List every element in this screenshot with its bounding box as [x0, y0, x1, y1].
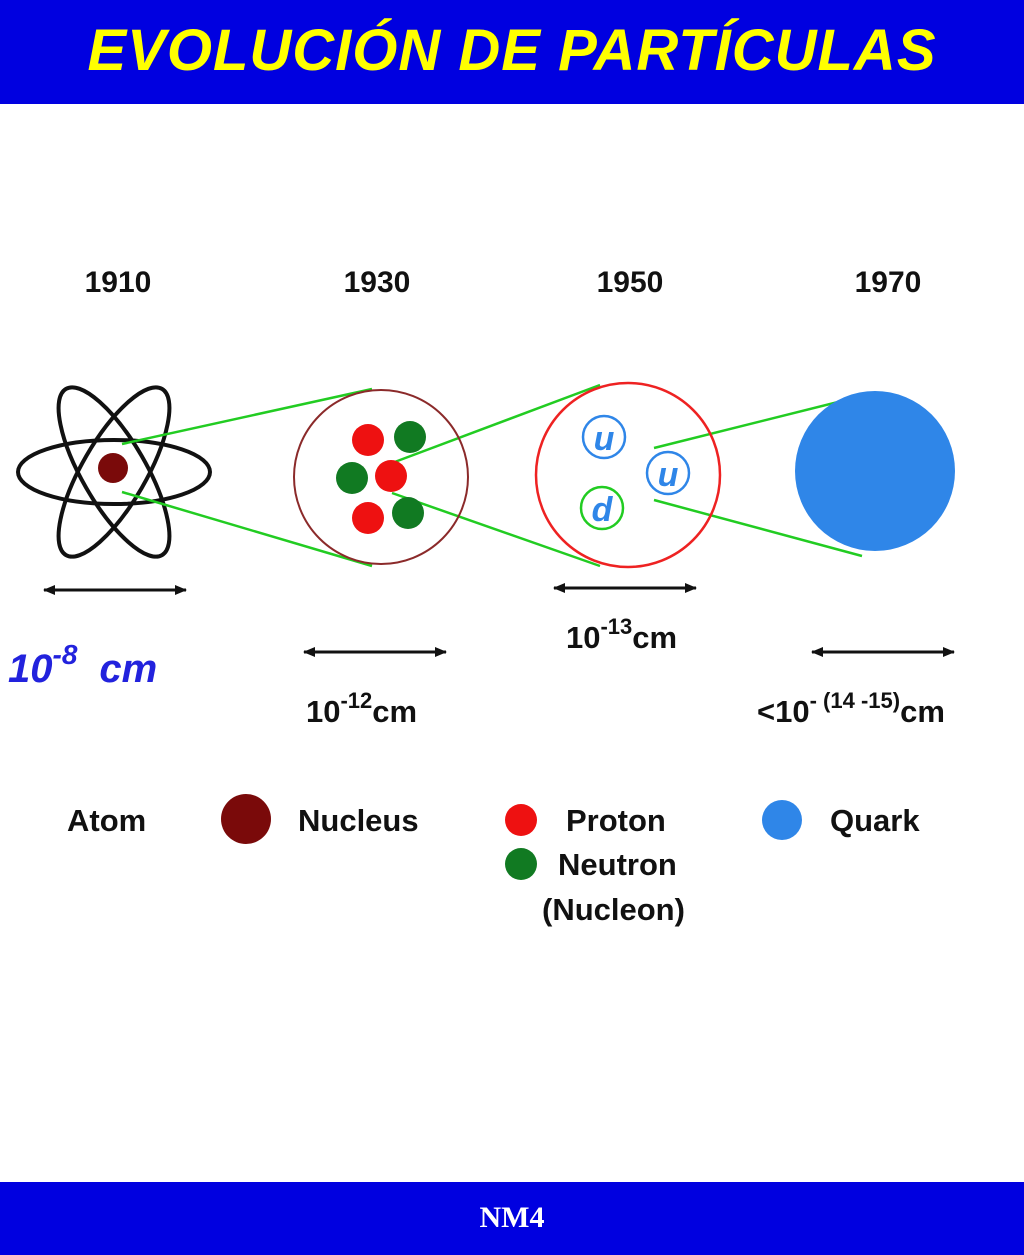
- title-banner: [0, 0, 1024, 104]
- quark-label-u2: u: [658, 456, 679, 494]
- legend-quark-icon: [762, 800, 802, 840]
- neutron-icon: [336, 462, 368, 494]
- quark-label-d: d: [592, 491, 614, 529]
- atom-nucleus-icon: [98, 453, 128, 483]
- proton-icon: [352, 502, 384, 534]
- year-1970: 1970: [855, 266, 922, 299]
- legend-atom-label: Atom: [67, 803, 146, 838]
- proton-icon: [352, 424, 384, 456]
- quark-u1-circle: [581, 414, 627, 460]
- year-1950: 1950: [597, 266, 664, 299]
- quark-u2-circle: [645, 450, 691, 496]
- quark-label-u1: u: [594, 420, 615, 458]
- legend-proton-label: Proton: [566, 803, 666, 838]
- year-1910: 1910: [85, 266, 152, 299]
- scale-label-nucleus: 10-12cm: [306, 688, 417, 729]
- legend-quark-label: Quark: [830, 803, 920, 838]
- footer-banner: [0, 1182, 1024, 1255]
- legend-nucleus-icon: [221, 794, 271, 844]
- proton-icon: [375, 460, 407, 492]
- quark-sphere: [795, 391, 955, 551]
- legend-proton-icon: [505, 804, 537, 836]
- quark-d-circle: [579, 485, 625, 531]
- nucleon-circle: [534, 381, 722, 569]
- neutron-icon: [392, 497, 424, 529]
- legend-nucleus-label: Nucleus: [298, 803, 419, 838]
- nucleons: [336, 421, 426, 534]
- zoom-lines: [121, 383, 863, 568]
- footer-label: NM4: [479, 1201, 545, 1234]
- scale-label-quark: <10- (14 -15)cm: [757, 688, 945, 729]
- legend-nucleon-label: (Nucleon): [542, 892, 685, 927]
- year-1930: 1930: [344, 266, 411, 299]
- legend-neutron-icon: [505, 848, 537, 880]
- atom-icon: [16, 385, 212, 559]
- scale-label-nucleon: 10-13cm: [566, 614, 677, 655]
- neutron-icon: [394, 421, 426, 453]
- page-title: EVOLUCIÓN DE PARTÍCULAS: [87, 18, 937, 83]
- legend-neutron-label: Neutron: [558, 847, 677, 882]
- nucleus-circle: [293, 389, 469, 565]
